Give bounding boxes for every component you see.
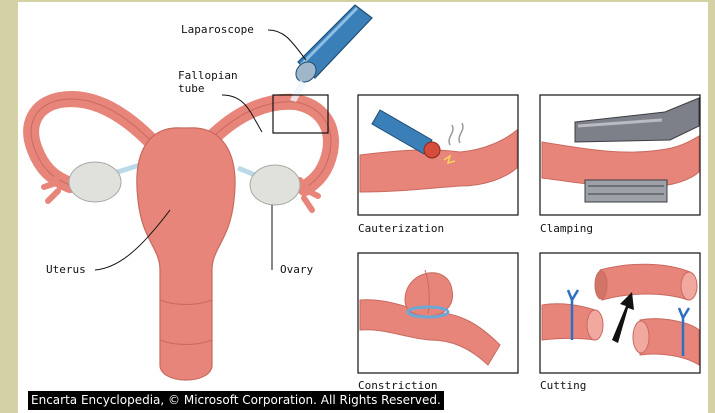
panel-cutting (540, 253, 700, 373)
caption-cauterization: Cauterization (358, 223, 444, 235)
fallopian-tube-label-line2: tube (178, 83, 205, 95)
copyright-credit: Encarta Encyclopedia, © Microsoft Corpor… (28, 391, 444, 410)
panel-clamping (540, 95, 700, 215)
caption-clamping: Clamping (540, 223, 593, 235)
panel-constriction (358, 253, 518, 373)
uterus-label: Uterus (46, 264, 86, 276)
laparoscope-label: Laparoscope (181, 24, 254, 36)
ovary-label: Ovary (280, 264, 313, 276)
laparoscope-instrument (290, 5, 372, 102)
uterus-illustration (31, 99, 331, 380)
uterus-body (137, 128, 235, 380)
right-ovary (250, 165, 300, 205)
caption-cutting: Cutting (540, 380, 586, 392)
fallopian-tube-label-line1: Fallopian (178, 70, 238, 82)
panel-cauterization (358, 95, 518, 215)
left-ovary (69, 162, 121, 202)
